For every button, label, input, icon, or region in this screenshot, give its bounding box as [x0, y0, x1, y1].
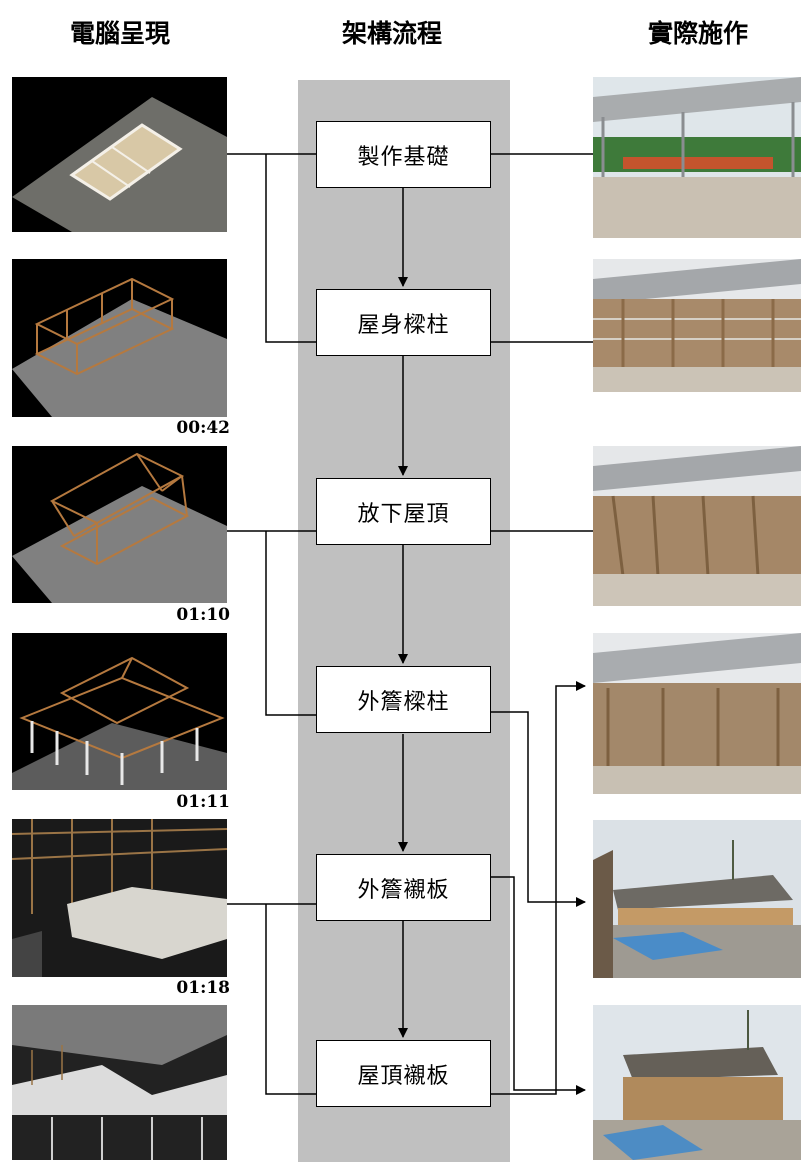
timestamp-1: 00:42: [176, 418, 230, 438]
right-link-5: [491, 876, 586, 1095]
step-eave-lining: 外簷襯板: [316, 854, 491, 921]
header-actual-construction: 實際施作: [647, 19, 748, 48]
photo-eave-frame-image: [593, 633, 801, 794]
step-lower-roof: 放下屋頂: [316, 478, 491, 545]
header-structure-flow: 架構流程: [341, 19, 442, 48]
right-link-4: [483, 711, 586, 907]
left-link-2-branch: [265, 531, 316, 716]
render-eave-lining-image: [12, 819, 227, 977]
photo-body-frame-image: [593, 259, 801, 392]
step-eave-beams-columns: 外簷樑柱: [316, 666, 491, 733]
render-body-frame-image: [12, 259, 227, 417]
header-computer-rendering: 電腦呈現: [69, 19, 170, 48]
right-link-6: [491, 681, 586, 1095]
render-roof-lining-image: [12, 1005, 227, 1160]
left-link-3-branch: [265, 904, 316, 1095]
photo-eave-lining-image: [593, 820, 801, 978]
timestamp-2: 01:10: [176, 605, 230, 625]
photo-foundation-image: [593, 77, 801, 238]
render-foundation-image: [12, 77, 227, 232]
step-roof-lining: 屋頂襯板: [316, 1040, 491, 1107]
flow-band: [298, 80, 510, 1162]
render-eave-frame-image: [12, 633, 227, 790]
left-link-1-branch: [265, 154, 316, 343]
timestamp-4: 01:18: [176, 978, 230, 998]
photo-roof-frame-image: [593, 446, 801, 606]
photo-roof-lining-image: [593, 1005, 801, 1160]
timestamp-3: 01:11: [176, 792, 230, 812]
step-foundation: 製作基礎: [316, 121, 491, 188]
step-body-beams-columns: 屋身樑柱: [316, 289, 491, 356]
render-roof-frame-image: [12, 446, 227, 603]
